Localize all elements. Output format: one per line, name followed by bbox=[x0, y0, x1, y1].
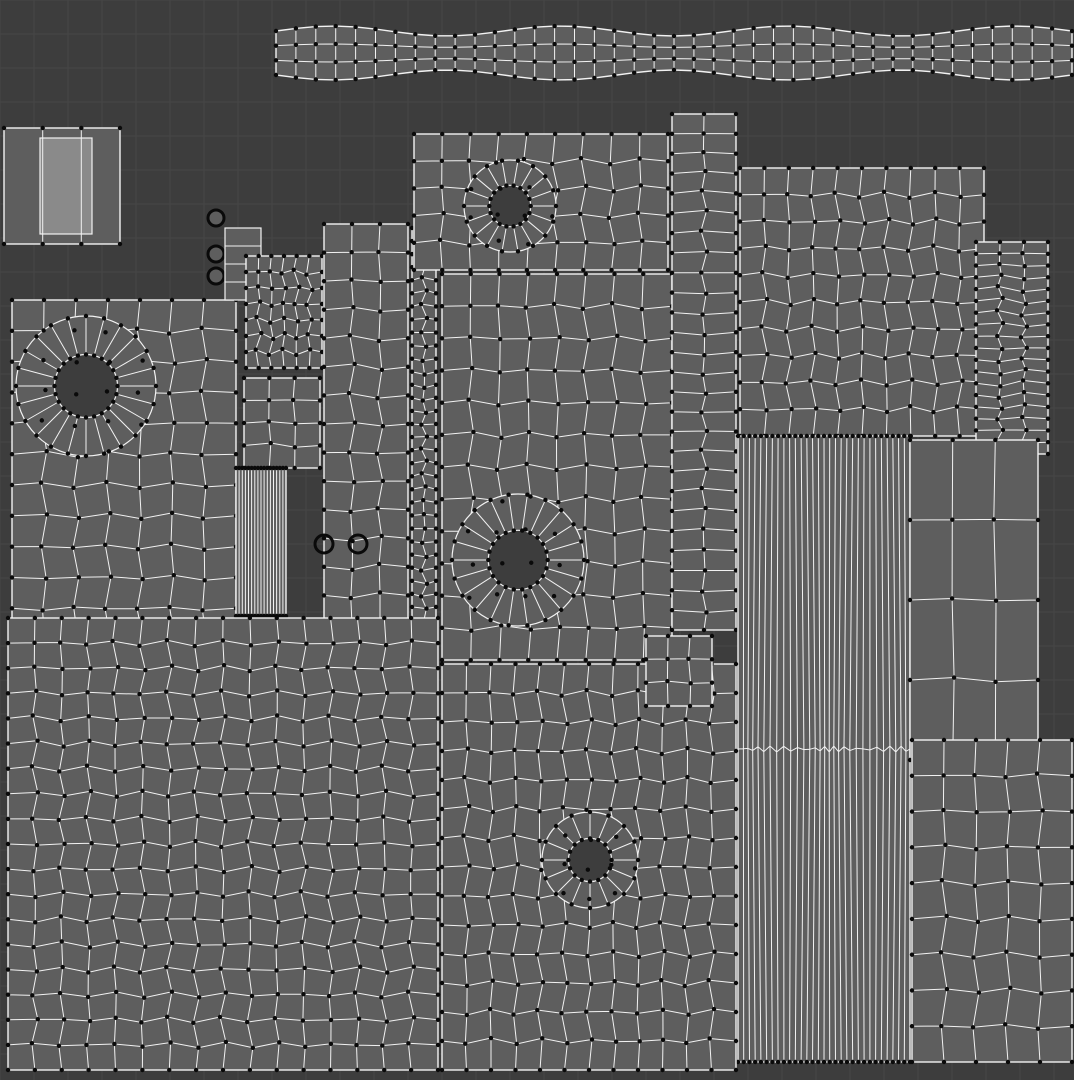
uv-island-strap[interactable] bbox=[273, 23, 1074, 83]
uv-island-body-center[interactable] bbox=[439, 271, 675, 663]
uv-island-pants-left[interactable] bbox=[5, 615, 441, 1073]
uv-island-zip-strip[interactable] bbox=[409, 225, 439, 623]
uv-ring bbox=[539, 809, 641, 911]
uv-island-shield[interactable] bbox=[241, 375, 323, 471]
uv-island-cylinder[interactable] bbox=[233, 465, 289, 619]
uv-island-star-fan[interactable] bbox=[973, 239, 1051, 457]
uv-island-pocket-right[interactable] bbox=[907, 437, 1041, 763]
uv-island-pipe-tall[interactable] bbox=[669, 111, 739, 633]
uv-island-finger-fan[interactable] bbox=[243, 253, 325, 371]
uv-island-column[interactable] bbox=[313, 221, 411, 627]
uv-ring bbox=[461, 158, 559, 254]
uv-island-boot-right[interactable] bbox=[909, 737, 1074, 1065]
uv-island-hood-small[interactable] bbox=[643, 633, 715, 709]
uv-ring bbox=[13, 313, 159, 459]
uv-island-cuff-right[interactable] bbox=[737, 165, 987, 439]
uv-island-sleeve-left[interactable] bbox=[9, 297, 239, 673]
uv-island-collar[interactable] bbox=[411, 131, 671, 273]
uv-island-box-top-left[interactable] bbox=[1, 125, 123, 247]
uv-ring bbox=[449, 492, 587, 628]
uv-island-stripes[interactable] bbox=[735, 433, 913, 1065]
uv-island-pants-center[interactable] bbox=[439, 661, 739, 1073]
